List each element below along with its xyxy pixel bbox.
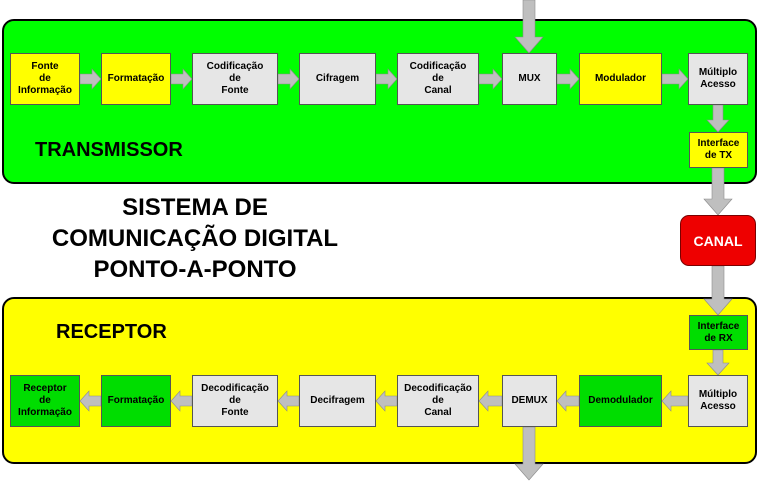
block-modulador: Modulador bbox=[579, 53, 662, 105]
block-multiplo-acesso-rx: Múltiplo Acesso bbox=[688, 375, 748, 427]
block-codificacao-fonte: Codificação de Fonte bbox=[192, 53, 278, 105]
diagram-title: SISTEMA DE COMUNICAÇÃO DIGITAL PONTO-A-P… bbox=[51, 194, 339, 283]
channel-block: CANAL bbox=[680, 215, 756, 266]
block-interface-tx: Interface de TX bbox=[689, 132, 748, 168]
block-interface-rx: Interface de RX bbox=[689, 315, 748, 350]
block-formatacao-rx: Formatação bbox=[101, 375, 171, 427]
block-decodificacao-canal: Decodificação de Canal bbox=[397, 375, 479, 427]
block-cifragem: Cifragem bbox=[299, 53, 376, 105]
transmitter-label: TRANSMISSOR bbox=[35, 139, 183, 161]
receiver-label: RECEPTOR bbox=[56, 321, 167, 343]
block-fonte-informacao: Fonte de Informação bbox=[10, 53, 80, 105]
block-multiplo-acesso-tx: Múltiplo Acesso bbox=[688, 53, 748, 105]
block-formatacao-tx: Formatação bbox=[101, 53, 171, 105]
block-receptor-informacao: Receptor de Informação bbox=[10, 375, 80, 427]
block-demodulador: Demodulador bbox=[579, 375, 662, 427]
block-codificacao-canal: Codificação de Canal bbox=[397, 53, 479, 105]
block-mux: MUX bbox=[502, 53, 557, 105]
block-decifragem: Decifragem bbox=[299, 375, 376, 427]
block-demux: DEMUX bbox=[502, 375, 557, 427]
block-decodificacao-fonte: Decodificação de Fonte bbox=[192, 375, 278, 427]
